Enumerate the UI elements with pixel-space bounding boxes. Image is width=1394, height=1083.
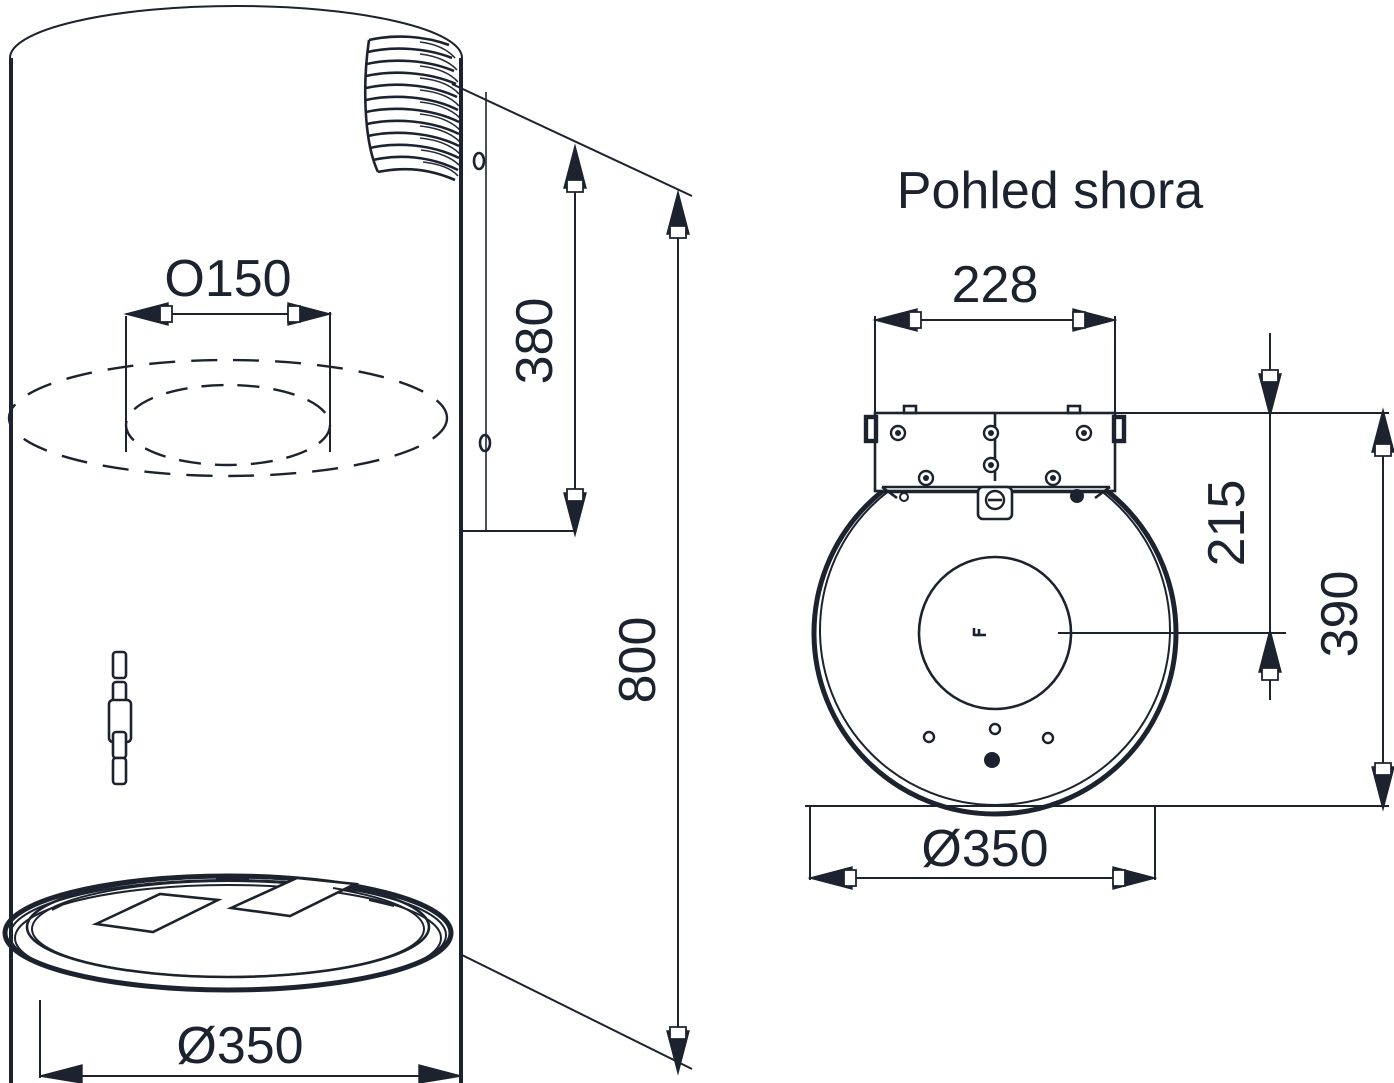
arrow-tail-380-bottom (566, 488, 584, 502)
control-button-3[interactable] (111, 730, 128, 760)
dimension-duct-diameter: O150 (123, 250, 333, 452)
filter-slot-right (226, 876, 360, 918)
arrow-tail-800-bottom (669, 1026, 687, 1040)
screw-hole-core (988, 430, 994, 436)
filter-slot-left (91, 892, 223, 934)
arrow-tail-left (159, 305, 173, 323)
control-button-1[interactable] (111, 650, 128, 680)
leader-bottom (461, 954, 693, 1070)
top-view (811, 404, 1179, 817)
arrow-tail-390-bottom (1374, 762, 1392, 776)
dimension-label-o150: O150 (164, 250, 291, 308)
arrowhead-215-bottom (1258, 627, 1282, 673)
lower-hole-left (922, 730, 936, 744)
bracket-corner-right (1094, 485, 1111, 500)
rim-notch-4 (332, 887, 357, 893)
arrow-tail-228-right (1072, 311, 1086, 329)
dimension-390: 390 (1311, 407, 1394, 812)
dimension-label-800: 800 (609, 617, 667, 704)
fastener-lower (478, 433, 492, 453)
bottom-rim-inner-2 (31, 880, 425, 978)
bracket-tab-left (902, 404, 918, 415)
dimension-body-diameter-front: Ø350 (39, 1000, 462, 1083)
arrow-tail-215-bottom (1261, 667, 1279, 681)
bracket-lug-right (1111, 414, 1127, 444)
grille-left-edge (363, 39, 380, 173)
arrowhead-350-left (39, 1064, 83, 1083)
arrowhead-350-right (418, 1064, 462, 1083)
screw-hole-core (895, 430, 901, 436)
center-mark (972, 628, 986, 637)
arrow-tail-350t-right (1112, 869, 1126, 887)
arrow-tail-380-top (566, 179, 584, 193)
front-elevation-view (2, 5, 492, 1083)
screw-hole-core (1081, 430, 1087, 436)
screw-hole-core (923, 475, 929, 481)
bracket-screw-holes (889, 424, 1093, 487)
rim-notch-1 (51, 904, 63, 911)
duct-outer-hidden-ellipse (7, 358, 449, 478)
lower-hole-center (988, 722, 1002, 736)
control-button-4[interactable] (111, 756, 128, 786)
dimension-label-diameter-350-front: Ø350 (176, 1017, 303, 1075)
dimension-label-215: 215 (1198, 480, 1256, 567)
air-outlet-grille (363, 35, 461, 182)
dimension-label-380: 380 (506, 298, 564, 385)
body-small-hole-left (899, 492, 909, 502)
dimension-label-228: 228 (952, 256, 1039, 314)
body-dot-right (1070, 489, 1084, 503)
fastener-upper (472, 151, 486, 171)
rim-notch-3 (368, 899, 395, 907)
arrow-tail-right (287, 305, 301, 323)
bottom-rim-outer-3 (14, 884, 442, 992)
lower-dot (984, 752, 1000, 768)
dimension-380: 380 (506, 143, 587, 538)
bracket-lug-left (863, 414, 879, 444)
screw-hole-core (1050, 475, 1056, 481)
dimension-label-diameter-350-top: Ø350 (921, 820, 1048, 878)
screw-hole-core (988, 462, 994, 468)
top-view-title: Pohled shora (897, 162, 1204, 220)
leader-top (451, 83, 693, 197)
bottom-rim-assembly (2, 873, 454, 993)
arrow-tail-215-top (1261, 369, 1279, 383)
arrow-tail-228-left (908, 311, 922, 329)
arrow-tail-800-top (669, 225, 687, 239)
cylinder-top-arc (9, 5, 463, 59)
dimension-body-diameter-top: Ø350 (807, 820, 1158, 890)
dimension-228: 228 (872, 256, 1118, 415)
dimension-label-390: 390 (1311, 571, 1369, 658)
arrow-tail-350t-left (843, 869, 857, 887)
dimension-800: 800 (609, 189, 690, 1076)
wall-bracket (863, 404, 1127, 521)
duct-circle (917, 555, 1073, 711)
control-panel[interactable] (107, 650, 133, 786)
bracket-corner-left (881, 485, 898, 500)
bracket-tab-right (1066, 404, 1082, 415)
duct-inner-hidden-ellipse (124, 383, 332, 467)
dimension-215: 215 (1198, 369, 1282, 681)
arrow-tail-390-top (1374, 443, 1392, 457)
lower-hole-right (1041, 731, 1055, 745)
bottom-rim-outer-2 (9, 879, 447, 991)
